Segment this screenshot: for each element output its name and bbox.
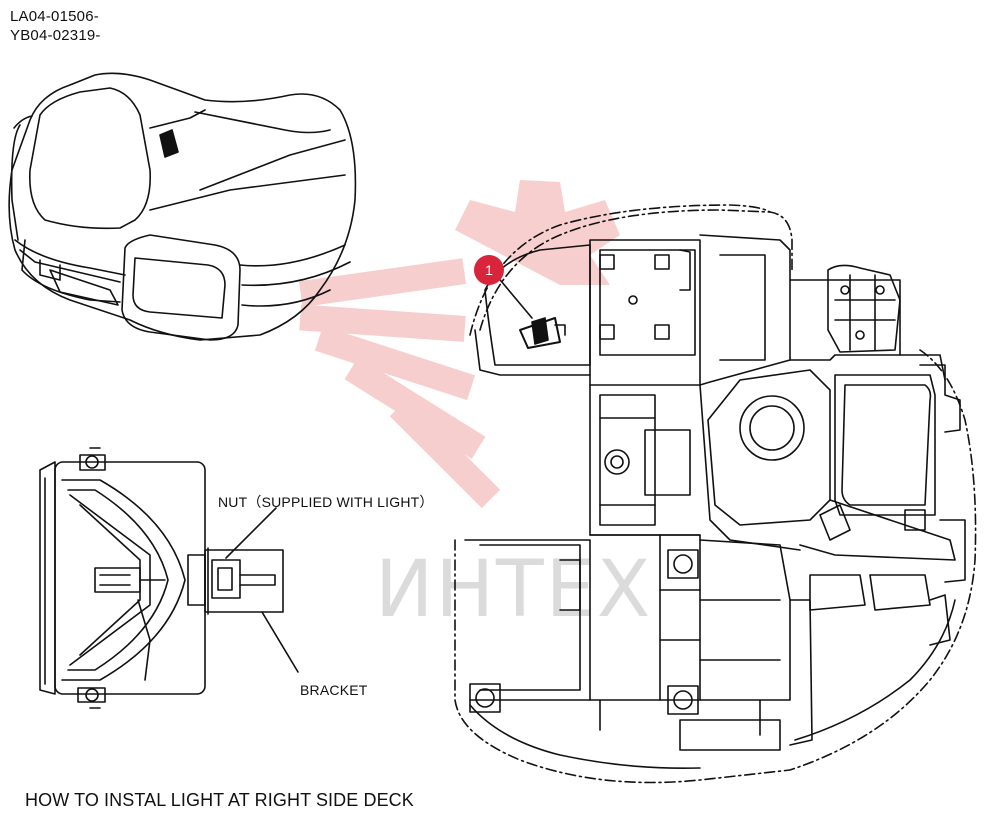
machine-cab-drawing xyxy=(8,72,357,341)
diagram-caption: HOW TO INSTAL LIGHT AT RIGHT SIDE DECK xyxy=(25,790,414,810)
work-light-detail-drawing xyxy=(39,447,299,709)
nut-label: NUT（SUPPLIED WITH LIGHT） xyxy=(218,494,434,510)
right-side-deck-plan-drawing xyxy=(454,204,977,784)
callout-leader-line xyxy=(495,274,533,319)
watermark-text: ИНТЕХ xyxy=(375,545,653,635)
serial-number-1: LA04-01506- xyxy=(10,8,99,25)
serial-number-2: YB04-02319- xyxy=(10,27,101,44)
bracket-label: BRACKET xyxy=(300,682,368,698)
callout-number-1: 1 xyxy=(474,255,504,285)
watermark-gear-icon xyxy=(298,180,626,541)
